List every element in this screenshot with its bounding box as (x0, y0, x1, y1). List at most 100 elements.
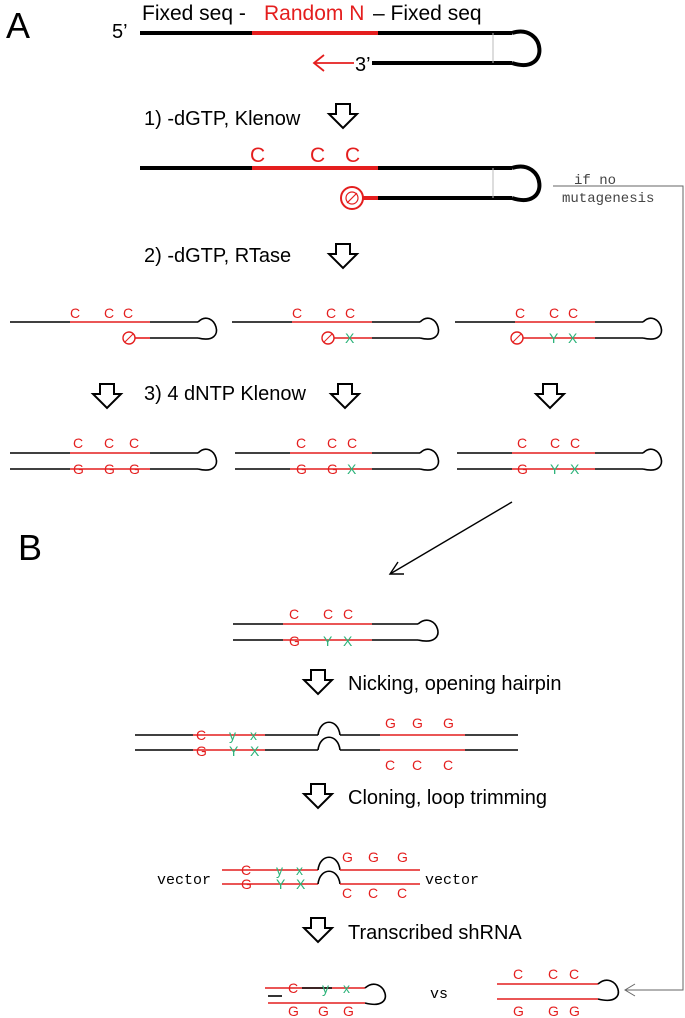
opened-hairpin (135, 721, 518, 751)
base-c: C (347, 435, 357, 451)
base-y: Y (276, 876, 286, 892)
base-y: Y (323, 633, 333, 649)
stalled-polymerase-icon (340, 186, 364, 210)
base-c: C (73, 435, 83, 451)
vector-right-label: vector (425, 872, 479, 889)
cloning-label: Cloning, loop trimming (348, 787, 547, 809)
hairpin-template-1 (140, 29, 542, 67)
base-c: C (443, 757, 453, 773)
base-c: C (250, 144, 265, 167)
base-c: C (412, 757, 422, 773)
cloning-arrow (303, 783, 333, 809)
filled-duplex-3 (457, 448, 663, 471)
base-c: C (343, 606, 353, 622)
base-c: C (292, 305, 302, 321)
base-c: C (196, 727, 206, 743)
rtase-outcome-3 (455, 317, 663, 345)
selected-duplex (233, 619, 439, 642)
base-c: C (123, 305, 133, 321)
base-g: G (327, 461, 338, 477)
base-c: C (310, 144, 325, 167)
random-n-label: Random N (264, 2, 364, 25)
base-g: G (443, 715, 454, 731)
base-y: y (276, 862, 283, 878)
base-x: X (570, 461, 580, 477)
base-c: C (513, 966, 523, 982)
base-c: C (517, 435, 527, 451)
base-c: C (345, 305, 355, 321)
base-g: G (241, 876, 252, 892)
base-g: G (318, 1003, 329, 1018)
base-g: G (397, 849, 408, 865)
base-g: G (385, 715, 396, 731)
base-c: C (368, 885, 378, 901)
base-c: C (568, 305, 578, 321)
base-g: G (104, 461, 115, 477)
step3-label: 3) 4 dNTP Klenow (144, 383, 306, 405)
base-c: C (569, 966, 579, 982)
base-g: G (196, 743, 207, 759)
base-x: X (296, 876, 306, 892)
step3-arrow-left (92, 383, 122, 409)
base-x: X (345, 330, 355, 346)
base-x: x (250, 727, 257, 743)
base-g: G (289, 633, 300, 649)
fixed-seq-right-label: – Fixed seq (373, 2, 482, 25)
hairpin-stalled-klenow (140, 164, 542, 202)
base-c: C (548, 966, 558, 982)
mutagenesis-label: mutagenesis (562, 191, 654, 207)
extension-direction-arrow (312, 54, 354, 72)
base-c: C (241, 862, 251, 878)
base-y: Y (229, 743, 239, 759)
base-c: C (296, 435, 306, 451)
base-c: C (327, 435, 337, 451)
base-y: y (322, 980, 329, 996)
base-g: G (129, 461, 140, 477)
base-c: C (550, 435, 560, 451)
base-c: C (129, 435, 139, 451)
step3-arrow-middle (330, 383, 360, 409)
transcription-arrow (303, 917, 333, 943)
base-c: C (104, 305, 114, 321)
base-c: C (288, 980, 298, 996)
base-x: x (296, 862, 303, 878)
fixed-seq-left-label: Fixed seq - (142, 2, 246, 25)
filled-duplex-1 (10, 448, 218, 471)
five-prime-label: 5’ (112, 21, 128, 43)
cloned-construct (222, 856, 420, 885)
nicking-label: Nicking, opening hairpin (348, 673, 561, 695)
base-g: G (569, 1003, 580, 1018)
vector-left-label: vector (157, 872, 211, 889)
base-g: G (517, 461, 528, 477)
step1-arrow (328, 103, 358, 129)
step3-arrow-right (535, 383, 565, 409)
base-c: C (342, 885, 352, 901)
base-x: X (343, 633, 353, 649)
base-x: X (250, 743, 260, 759)
base-c: C (289, 606, 299, 622)
base-x: x (343, 980, 350, 996)
base-c: C (397, 885, 407, 901)
base-x: X (568, 330, 578, 346)
base-g: G (73, 461, 84, 477)
base-g: G (412, 715, 423, 731)
base-c: C (549, 305, 559, 321)
mutated-shrna (265, 983, 387, 1006)
base-g: G (296, 461, 307, 477)
base-y: Y (550, 461, 560, 477)
base-g: G (288, 1003, 299, 1018)
panel-a-label: A (6, 5, 30, 46)
base-x: X (347, 461, 357, 477)
base-c: C (326, 305, 336, 321)
filled-duplex-2 (235, 448, 440, 471)
base-c: C (104, 435, 114, 451)
bypass-arrow (553, 185, 684, 997)
base-c: C (385, 757, 395, 773)
base-g: G (343, 1003, 354, 1018)
base-g: G (513, 1003, 524, 1018)
base-g: G (548, 1003, 559, 1018)
base-c: C (570, 435, 580, 451)
base-g: G (342, 849, 353, 865)
selection-arrow (388, 501, 513, 575)
